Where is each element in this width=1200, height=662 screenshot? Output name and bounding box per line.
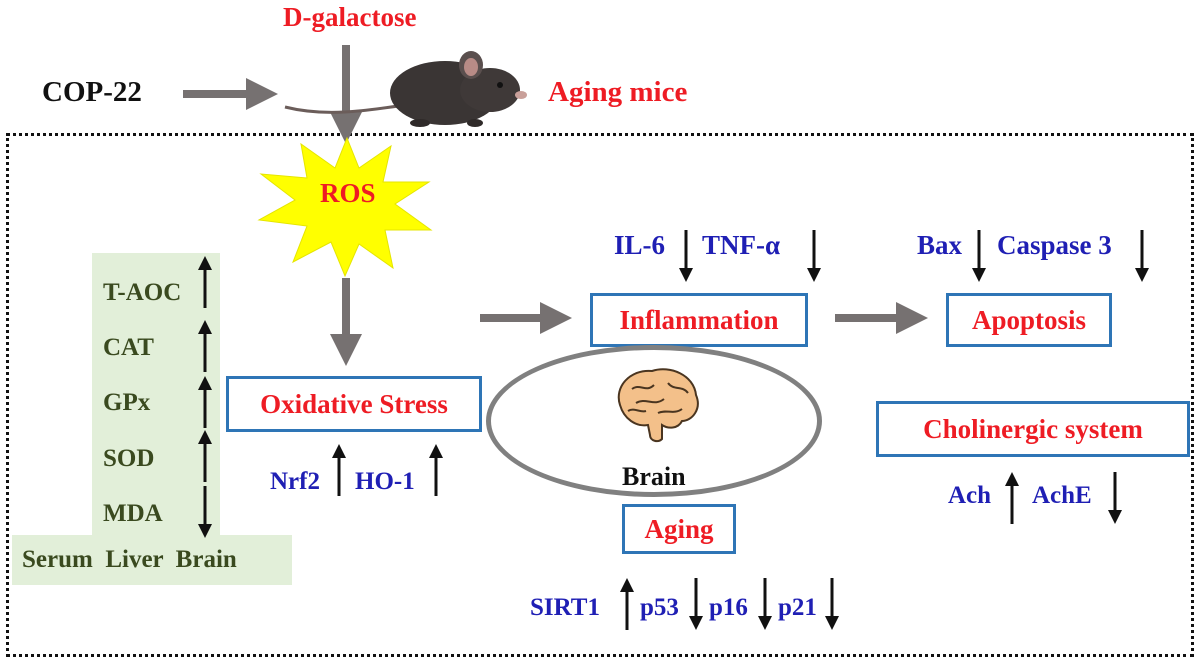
tnf-label: TNF-α xyxy=(702,230,781,260)
aging-mice-label: Aging mice xyxy=(548,76,688,108)
cop22-label: COP-22 xyxy=(42,76,142,108)
ache-label: AchE xyxy=(1032,482,1092,509)
ach-up-arrow-icon xyxy=(1005,472,1019,524)
bax-down-arrow-icon xyxy=(972,230,986,282)
apoptosis-label: Apoptosis xyxy=(971,304,1087,335)
p53-down-arrow-icon xyxy=(689,578,703,630)
sirt1-label: SIRT1 xyxy=(530,594,600,621)
ros-burst-icon xyxy=(257,136,433,278)
brain-ellipse xyxy=(486,345,822,497)
gpx-up-arrow-icon xyxy=(198,376,212,428)
p16-down-arrow-icon xyxy=(758,578,772,630)
sirt1-up-arrow-icon xyxy=(620,578,634,630)
d-galactose-label: D-galactose xyxy=(283,2,417,32)
mda-label: MDA xyxy=(103,500,163,527)
sod-up-arrow-icon xyxy=(198,430,212,482)
apoptosis-box: Apoptosis xyxy=(946,293,1112,347)
cat-label: CAT xyxy=(103,334,154,361)
oxidative-stress-box: Oxidative Stress xyxy=(226,376,482,432)
caspase3-down-arrow-icon xyxy=(1135,230,1149,282)
ho1-label: HO-1 xyxy=(355,468,415,495)
dotted-frame xyxy=(6,133,1194,657)
cholinergic-box: Cholinergic system xyxy=(876,401,1190,457)
brain-label: Brain xyxy=(622,462,686,491)
sod-label: SOD xyxy=(103,445,155,472)
taoc-label: T-AOC xyxy=(103,279,182,306)
antioxidant-panel xyxy=(92,253,220,541)
tnf-down-arrow-icon xyxy=(807,230,821,282)
caspase3-label: Caspase 3 xyxy=(997,230,1112,260)
aging-label: Aging xyxy=(644,513,714,544)
bax-label: Bax xyxy=(917,230,963,260)
gpx-label: GPx xyxy=(103,389,151,416)
inflammation-label: Inflammation xyxy=(619,304,779,335)
nrf2-up-arrow-icon xyxy=(332,444,346,496)
il6-down-arrow-icon xyxy=(679,230,693,282)
inflammation-box: Inflammation xyxy=(590,293,808,347)
p53-label: p53 xyxy=(640,594,679,621)
cat-up-arrow-icon xyxy=(198,320,212,372)
ho1-up-arrow-icon xyxy=(429,444,443,496)
cholinergic-label: Cholinergic system xyxy=(923,413,1143,444)
ros-label: ROS xyxy=(320,178,376,208)
mda-down-arrow-icon xyxy=(198,486,212,538)
ache-down-arrow-icon xyxy=(1108,472,1122,524)
oxidative-stress-label: Oxidative Stress xyxy=(260,388,448,419)
mouse-icon xyxy=(284,51,527,127)
p21-down-arrow-icon xyxy=(825,578,839,630)
nrf2-label: Nrf2 xyxy=(270,468,320,495)
tissue-panel xyxy=(12,535,292,585)
tissues-label: Serum Liver Brain xyxy=(22,546,237,573)
brain-icon xyxy=(617,368,699,443)
taoc-up-arrow-icon xyxy=(198,256,212,308)
ach-label: Ach xyxy=(948,482,992,509)
il6-label: IL-6 xyxy=(614,230,666,260)
aging-box: Aging xyxy=(622,504,736,554)
p21-label: p21 xyxy=(778,594,817,621)
p16-label: p16 xyxy=(709,594,748,621)
